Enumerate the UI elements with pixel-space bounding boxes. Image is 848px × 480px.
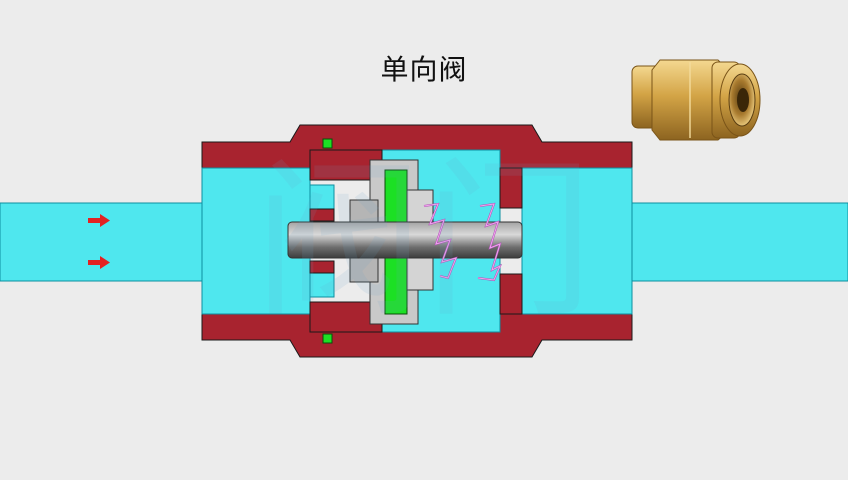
outlet-chamber bbox=[521, 167, 633, 315]
seal-marker-bottom bbox=[322, 333, 333, 344]
valve-stem bbox=[287, 221, 523, 259]
guide-wall-top bbox=[499, 167, 523, 209]
flow-arrow-icon bbox=[88, 256, 110, 269]
spring-right bbox=[477, 202, 502, 282]
seat-lip-bottom bbox=[309, 260, 335, 274]
diagram-title: 单向阀 bbox=[380, 53, 468, 86]
spring-left bbox=[423, 202, 458, 280]
seal-marker-top bbox=[322, 138, 333, 149]
seat-port-bottom bbox=[309, 272, 335, 298]
seat-lip-top bbox=[309, 208, 335, 222]
outlet-pipe bbox=[631, 202, 848, 282]
watermark: 阀门 bbox=[254, 143, 594, 341]
guide-wall-bottom bbox=[499, 273, 523, 315]
inlet-pipe bbox=[0, 202, 205, 282]
seat-port-top bbox=[309, 184, 335, 210]
brass-check-valve-photo bbox=[631, 59, 761, 141]
flow-arrow-icon bbox=[88, 214, 110, 227]
